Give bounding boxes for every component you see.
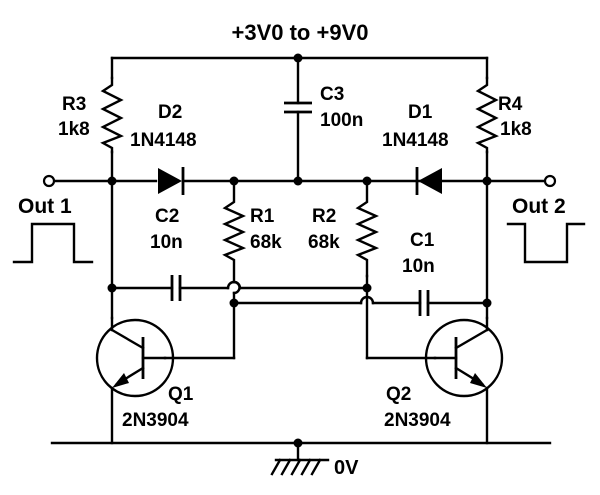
d1-value: 1N4148 — [382, 130, 449, 151]
out1-label: Out 1 — [18, 195, 72, 218]
resistor-r3 — [100, 76, 124, 154]
c3-value: 100n — [320, 110, 363, 131]
d2-ref: D2 — [158, 102, 182, 123]
ground-rail — [50, 438, 552, 462]
supply-rail — [110, 53, 489, 63]
c2-value: 10n — [150, 232, 183, 253]
r3-value: 1k8 — [58, 119, 90, 140]
c3-ref: C3 — [320, 84, 344, 105]
output-2-terminal — [485, 174, 557, 188]
q1-ref: Q1 — [168, 384, 194, 405]
c1-value: 10n — [402, 256, 435, 277]
out2-label: Out 2 — [512, 195, 566, 218]
supply-label: +3V0 to +9V0 — [232, 20, 369, 45]
transistor-q1 — [95, 316, 175, 445]
r2-value: 68k — [308, 232, 340, 253]
r2-ref: R2 — [312, 206, 336, 227]
transistor-q2 — [424, 316, 504, 445]
r4-ref: R4 — [498, 94, 523, 115]
resistor-r4 — [475, 76, 499, 154]
d2-value: 1N4148 — [130, 130, 197, 151]
r4-value: 1k8 — [500, 119, 532, 140]
diode-d1 — [415, 167, 442, 195]
out1-waveform — [12, 222, 94, 264]
out2-waveform — [506, 222, 586, 264]
c1-ref: C1 — [410, 230, 435, 251]
capacitor-c2 — [110, 275, 372, 301]
output-1-terminal — [42, 174, 114, 188]
ground-label: 0V — [334, 457, 359, 479]
d1-ref: D1 — [408, 102, 433, 123]
capacitor-c1 — [229, 290, 489, 316]
r3-ref: R3 — [62, 94, 86, 115]
r1-value: 68k — [250, 232, 282, 253]
q1-value: 2N3904 — [122, 410, 189, 431]
capacitor-c3 — [284, 56, 312, 183]
q2-value: 2N3904 — [384, 410, 451, 431]
ground-symbol — [270, 458, 330, 476]
q2-ref: Q2 — [386, 384, 411, 405]
diode-d2 — [158, 167, 185, 195]
c2-ref: C2 — [155, 206, 179, 227]
r1-ref: R1 — [250, 206, 275, 227]
